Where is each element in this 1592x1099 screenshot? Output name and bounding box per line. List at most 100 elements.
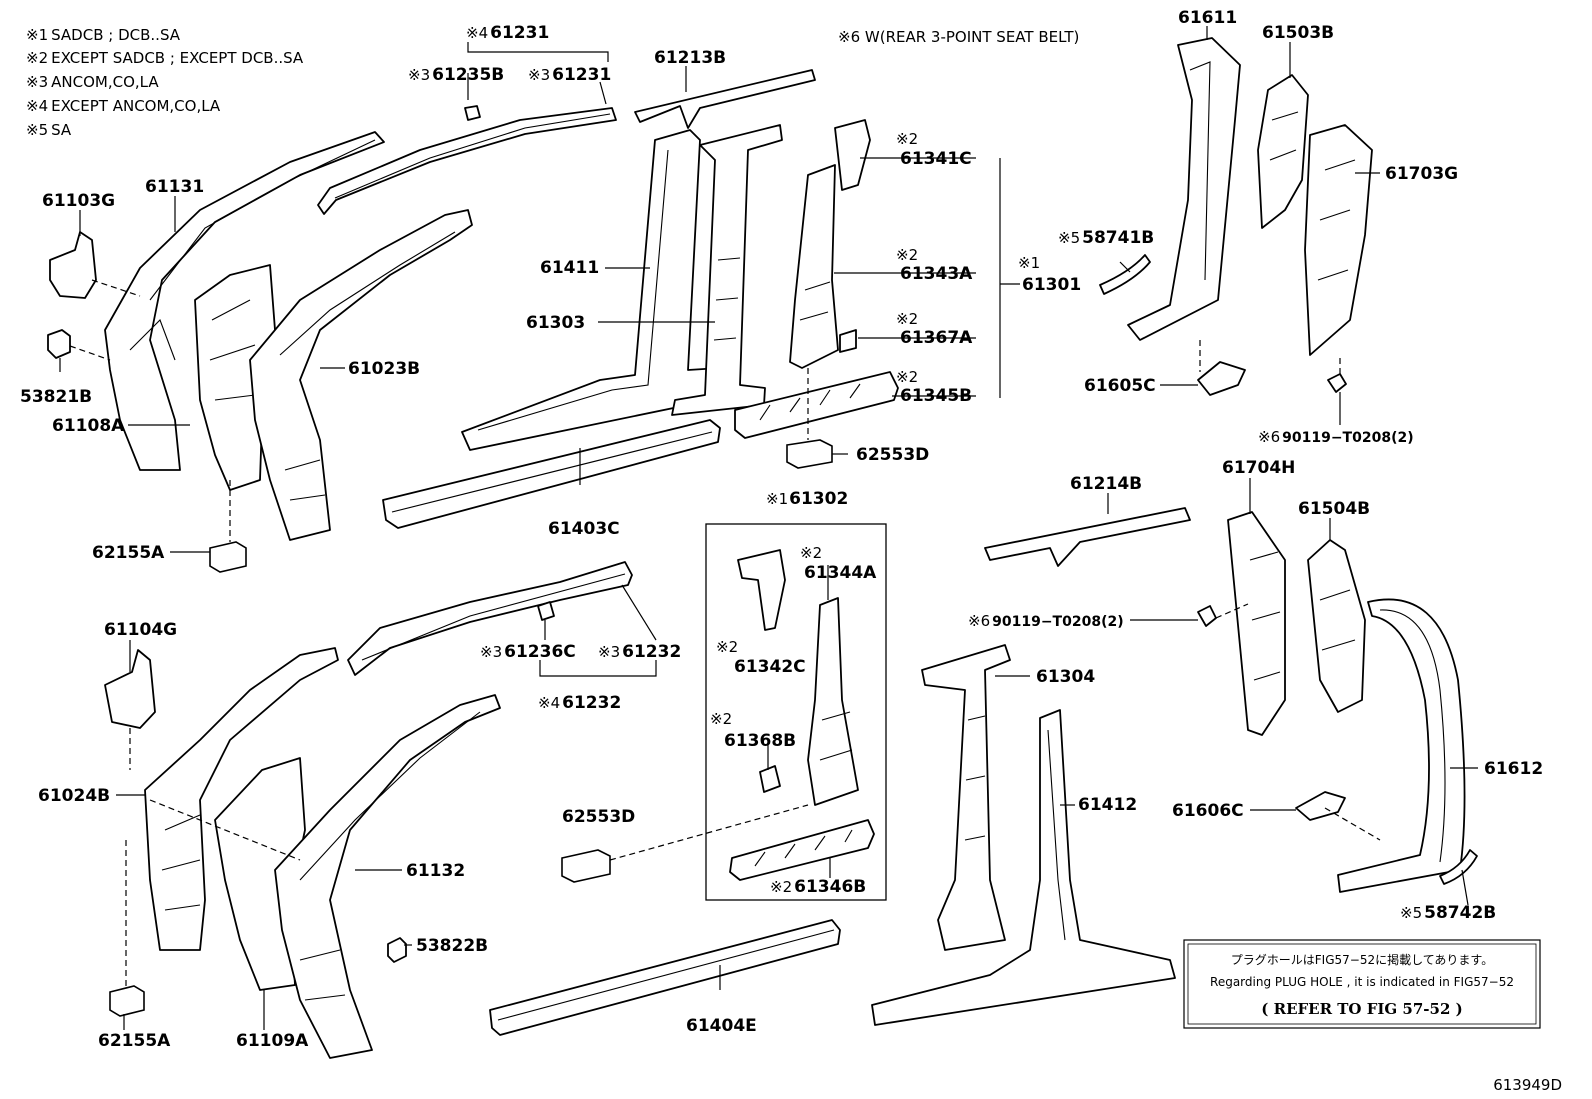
label-61302: ※161302	[766, 489, 848, 509]
part-61404E-rocker	[489, 919, 841, 1036]
label-61611: 61611	[1178, 8, 1237, 28]
part-drawings	[47, 37, 1478, 1059]
part-61342C	[737, 549, 786, 631]
plug-note-en: Regarding PLUG HOLE , it is indicated in…	[1210, 975, 1514, 989]
label-61344A: 61344A	[804, 563, 877, 583]
mark-61367A: ※2	[896, 310, 918, 328]
label-61345B: 61345B	[900, 386, 972, 406]
part-61214B	[984, 507, 1191, 567]
label-61343A: 61343A	[900, 264, 973, 284]
part-61343A	[789, 164, 839, 369]
label-61403C: 61403C	[548, 519, 620, 539]
part-61504B	[1307, 539, 1366, 713]
part-61024B	[144, 647, 339, 951]
mark-61343A: ※2	[896, 246, 918, 264]
plug-hole-note: プラグホールはFIG57−52に掲載してあります。 Regarding PLUG…	[1183, 939, 1541, 1029]
part-62155A-foam-bot	[109, 985, 145, 1017]
part-61108A-inner	[194, 264, 276, 491]
part-58742B-strip	[1439, 849, 1478, 885]
part-61303-pillar	[671, 124, 783, 416]
part-61403C-rocker	[382, 419, 721, 529]
label-61301: 61301	[1022, 275, 1081, 295]
part-61236C-clip	[537, 601, 555, 621]
label-61109A: 61109A	[236, 1031, 309, 1051]
label-62553D-top: 62553D	[856, 445, 929, 465]
part-61612-arch	[1337, 598, 1466, 893]
label-61704H: 61704H	[1222, 458, 1295, 478]
part-61346B	[729, 819, 875, 881]
part-61235B-clip	[464, 105, 481, 121]
label-61341C: 61341C	[900, 149, 972, 169]
part-90119-bolt-mid	[1197, 605, 1217, 627]
mark-61341C: ※2	[896, 130, 918, 148]
part-61103G-bracket	[49, 231, 97, 299]
label-61367A: 61367A	[900, 328, 973, 348]
part-61213B-plate	[634, 69, 816, 129]
label-62155A-top: 62155A	[92, 543, 165, 563]
label-61504B: 61504B	[1298, 499, 1370, 519]
label-61214B: 61214B	[1070, 474, 1142, 494]
label-61103G: 61103G	[42, 191, 115, 211]
mark-61342C: ※2	[716, 638, 738, 656]
leader-lines	[59, 26, 1478, 1030]
part-62553D-foam	[786, 439, 833, 469]
part-61606C	[1295, 791, 1346, 821]
label-62155A-bot: 62155A	[98, 1031, 171, 1051]
part-53822B-block	[387, 937, 407, 963]
part-61131-pillar	[104, 131, 385, 471]
label-61304: 61304	[1036, 667, 1095, 687]
part-62553D-foam-mid	[561, 849, 611, 883]
label-61131: 61131	[145, 177, 204, 197]
part-61231-rail	[317, 107, 617, 215]
label-62553D-mid: 62553D	[562, 807, 635, 827]
label-61108A: 61108A	[52, 416, 125, 436]
part-61341C	[834, 119, 871, 191]
plug-note-jp: プラグホールはFIG57−52に掲載してあります。	[1231, 952, 1493, 967]
label-61023B: 61023B	[348, 359, 420, 379]
label-61503B: 61503B	[1262, 23, 1334, 43]
plug-note-refer: ( REFER TO FIG 57-52 )	[1261, 1000, 1462, 1018]
label-61024B: 61024B	[38, 786, 110, 806]
part-61704H	[1227, 511, 1286, 736]
label-61703G: 61703G	[1385, 164, 1458, 184]
part-61611	[1127, 37, 1241, 341]
mark-61301: ※1	[1018, 254, 1040, 272]
part-61023B-pillar	[249, 209, 473, 541]
part-62155A-foam-top	[209, 541, 247, 573]
part-53821B-block	[47, 329, 71, 359]
part-61345B	[734, 371, 899, 439]
mark-61344A: ※2	[800, 544, 822, 562]
label-61303: 61303	[526, 313, 585, 333]
label-53822B: 53822B	[416, 936, 488, 956]
part-61344A	[807, 597, 859, 806]
part-61605C	[1197, 361, 1246, 396]
label-61342C: 61342C	[734, 657, 806, 677]
label-61612: 61612	[1484, 759, 1543, 779]
part-61132-pillar	[274, 694, 501, 1059]
label-61606C: 61606C	[1172, 801, 1244, 821]
part-61304	[921, 644, 1011, 951]
part-61367A	[839, 329, 857, 353]
part-61104G-bracket	[104, 649, 156, 729]
part-58741B-strip	[1099, 254, 1151, 295]
label-61411: 61411	[540, 258, 599, 278]
label-53821B: 53821B	[20, 387, 92, 407]
label-61132: 61132	[406, 861, 465, 881]
label-61213B: 61213B	[654, 48, 726, 68]
part-61232-rail	[347, 561, 633, 676]
label-61404E: 61404E	[686, 1016, 757, 1036]
part-61412	[871, 709, 1176, 1026]
